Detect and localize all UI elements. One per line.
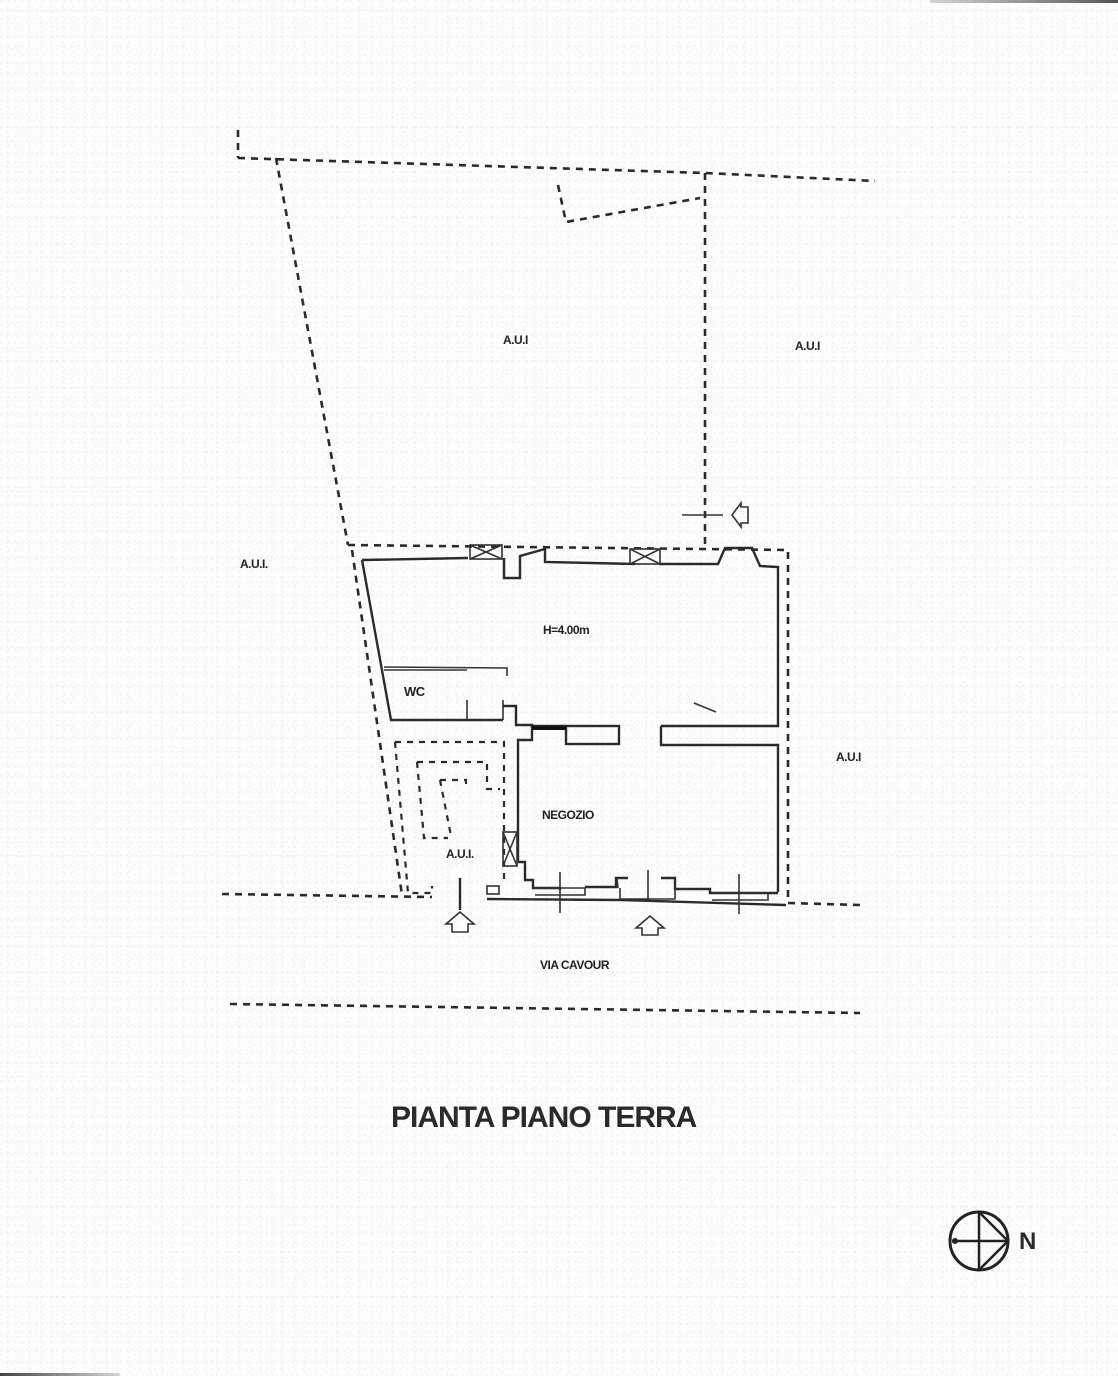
north-label: N: [1019, 1228, 1037, 1255]
shaft-symbols: [469, 544, 661, 895]
north-compass-icon: [948, 1210, 1010, 1272]
scan-edge-top: [930, 0, 1118, 3]
label-wc: WC: [404, 684, 425, 699]
label-aui-north-east: A.U.I: [795, 339, 820, 353]
entrance-arrow-shop: [633, 914, 667, 936]
entrance-arrow-stair: [443, 910, 477, 933]
drawing-title: PIANTA PIANO TERRA: [391, 1101, 697, 1134]
scan-edge-bottom: [0, 1373, 120, 1376]
building-walls: [360, 546, 787, 914]
stroke-mark: [693, 702, 717, 713]
label-room-height: H=4.00m: [543, 623, 590, 637]
property-boundaries: [221, 130, 876, 1015]
label-aui-stair: A.U.I.: [446, 847, 474, 861]
label-aui-north-courtyard: A.U.I: [503, 333, 528, 347]
label-street: VIA CAVOUR: [540, 958, 610, 972]
label-negozio: NEGOZIO: [542, 808, 594, 822]
label-aui-west: A.U.I.: [240, 557, 268, 571]
stair-outline: [393, 740, 506, 895]
section-marker: [682, 500, 749, 530]
label-aui-east: A.U.I: [836, 750, 861, 764]
